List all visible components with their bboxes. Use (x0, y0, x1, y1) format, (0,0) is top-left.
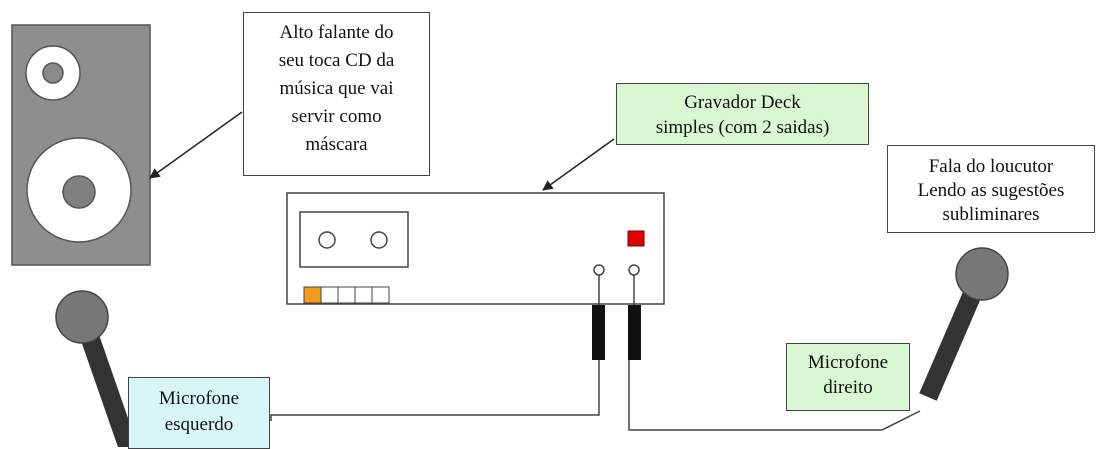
right-microphone-head (955, 247, 1009, 301)
left-microphone-label: Microfone esquerdo (128, 377, 270, 449)
deck-reel-right (370, 231, 388, 249)
left-microphone-handle (79, 328, 137, 447)
speaker-label-line-3: música que vai (279, 78, 394, 99)
right-microphone-label-line-1: Microfone (807, 352, 889, 373)
deck-key-2 (320, 286, 339, 304)
right-plug (628, 305, 641, 360)
speaker-callout-arrow (149, 111, 243, 179)
right-microphone-label: Microfone direito (786, 343, 910, 411)
speaker-tweeter-inner (42, 62, 64, 84)
right-microphone-icon (919, 247, 1009, 401)
announcer-label-line-1: Fala do loucutor (928, 156, 1054, 177)
speaker-woofer-inner (62, 175, 96, 209)
left-microphone-icon (55, 290, 137, 447)
speaker-label-line-2: seu toca CD da (278, 50, 395, 71)
speaker-label-line-1: Alto falante do (279, 22, 394, 43)
left-microphone-label-line-1: Microfone (158, 388, 240, 409)
left-microphone-label-line-2: esquerdo (164, 414, 234, 435)
deck-label-line-1: Gravador Deck (684, 92, 801, 113)
right-microphone-label-line-2: direito (823, 377, 873, 398)
deck-key-1 (303, 286, 322, 304)
deck-label: Gravador Deck simples (com 2 saidas) (616, 83, 869, 145)
left-cable (270, 359, 600, 421)
deck-reel-left (318, 231, 336, 249)
speaker-label-line-4: servir como (291, 106, 382, 127)
right-cable (628, 359, 921, 431)
announcer-label: Fala do loucutor Lendo as sugestões subl… (887, 145, 1095, 233)
deck-key-5 (371, 286, 390, 304)
deck-key-4 (354, 286, 373, 304)
deck-cassette-window (299, 211, 409, 268)
deck-record-button (627, 230, 645, 247)
speaker-label-line-5: máscara (305, 134, 368, 155)
deck-input-jack-left (593, 264, 605, 276)
deck-input-jack-right (628, 264, 640, 276)
left-microphone-head (55, 290, 109, 344)
speaker-icon (11, 24, 151, 266)
announcer-label-line-2: Lendo as sugestões (917, 180, 1065, 201)
deck-callout-arrow (542, 138, 615, 191)
left-plug (592, 305, 605, 360)
deck-label-line-2: simples (com 2 saidas) (655, 117, 830, 138)
right-microphone-handle (919, 291, 981, 401)
cassette-deck-icon (286, 192, 665, 305)
speaker-label: Alto falante do seu toca CD da música qu… (243, 12, 430, 176)
cables (270, 275, 921, 431)
announcer-label-line-3: subliminares (942, 204, 1040, 225)
deck-key-3 (337, 286, 356, 304)
